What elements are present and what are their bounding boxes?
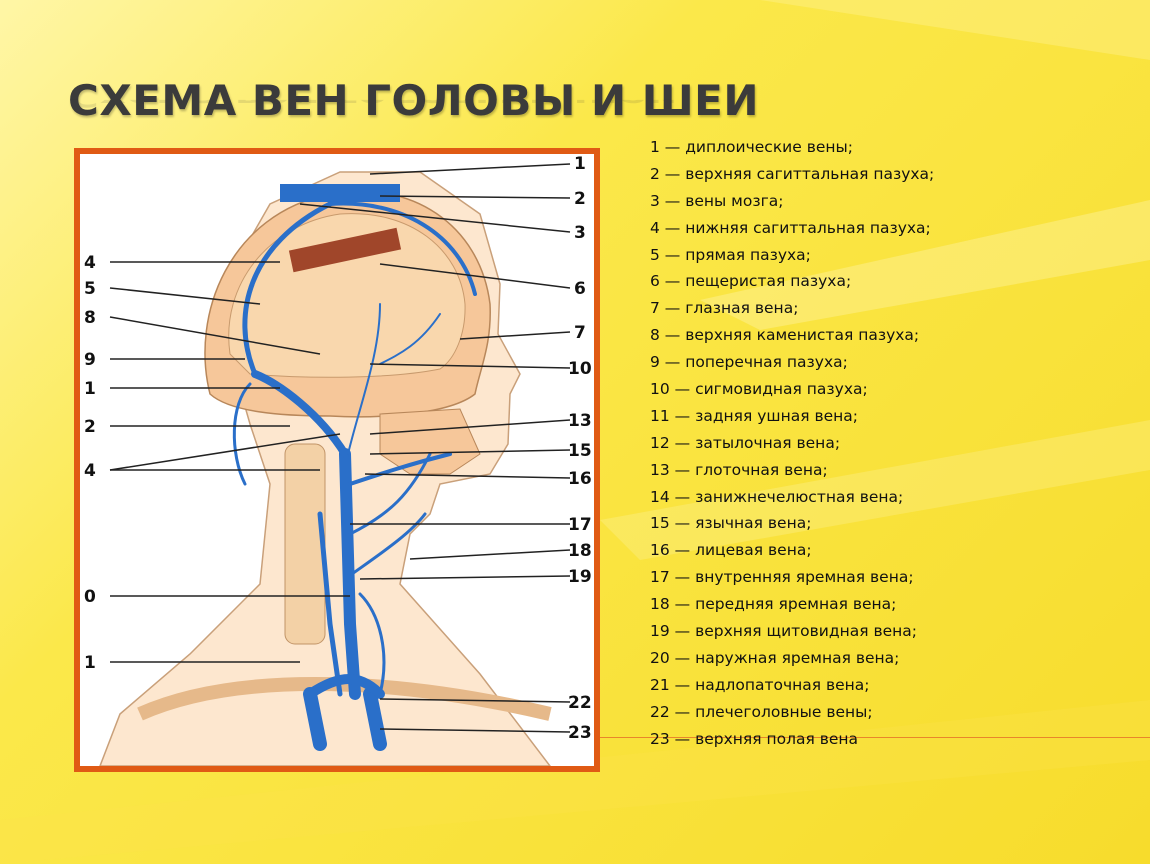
- label-left-5: 5: [84, 279, 96, 299]
- label-right-23: 23: [568, 723, 592, 743]
- legend-item: 6 — пещеристая пазуха;: [650, 271, 1130, 298]
- label-left-9: 9: [84, 350, 96, 370]
- legend-item: 20 — наружная яремная вена;: [650, 648, 1130, 675]
- legend-item: 2 — верхняя сагиттальная пазуха;: [650, 164, 1130, 191]
- label-right-19: 19: [568, 567, 592, 587]
- legend-item: 16 — лицевая вена;: [650, 540, 1130, 567]
- label-right-7: 7: [574, 323, 586, 343]
- label-left-8: 8: [84, 308, 96, 328]
- legend-item: 3 — вены мозга;: [650, 191, 1130, 218]
- label-left-0: 0: [84, 587, 96, 607]
- legend-item: 4 — нижняя сагиттальная пазуха;: [650, 218, 1130, 245]
- sagittal-sinus-plate: [280, 184, 400, 202]
- label-right-16: 16: [568, 469, 592, 489]
- slide-title-reflection: Схема вен головы и шеи: [68, 100, 678, 112]
- label-right-15: 15: [568, 441, 592, 461]
- label-left-4: 4: [84, 253, 96, 273]
- legend-item: 9 — поперечная пазуха;: [650, 352, 1130, 379]
- label-right-17: 17: [568, 515, 592, 535]
- cervical-spine: [285, 444, 325, 644]
- legend-item: 18 — передняя яремная вена;: [650, 594, 1130, 621]
- label-right-1: 1: [574, 154, 586, 174]
- anatomy-diagram-frame: 1 2 3 6 7 10 13 15 16 17 18 19 22 23 4 5…: [74, 148, 600, 772]
- legend-list: 1 — диплоические вены; 2 — верхняя сагит…: [650, 137, 1130, 755]
- legend-item: 17 — внутренняя яремная вена;: [650, 567, 1130, 594]
- legend-item: 10 — сигмовидная пазуха;: [650, 379, 1130, 406]
- label-right-13: 13: [568, 411, 592, 431]
- label-left-1a: 1: [84, 379, 96, 399]
- legend-item: 23 — верхняя полая вена: [650, 729, 1130, 756]
- legend-item: 8 — верхняя каменистая пазуха;: [650, 325, 1130, 352]
- label-left-4b: 4: [84, 461, 96, 481]
- label-right-18: 18: [568, 541, 592, 561]
- legend-item: 1 — диплоические вены;: [650, 137, 1130, 164]
- legend-item: 11 — задняя ушная вена;: [650, 406, 1130, 433]
- legend-item: 7 — глазная вена;: [650, 298, 1130, 325]
- legend-item: 13 — глоточная вена;: [650, 460, 1130, 487]
- legend-item: 5 — прямая пазуха;: [650, 245, 1130, 272]
- legend-item: 22 — плечеголовные вены;: [650, 702, 1130, 729]
- label-right-22: 22: [568, 693, 592, 713]
- head-neck-veins-diagram: 1 2 3 6 7 10 13 15 16 17 18 19 22 23 4 5…: [80, 154, 594, 766]
- label-left-1b: 1: [84, 653, 96, 673]
- label-right-3: 3: [574, 223, 586, 243]
- label-left-2: 2: [84, 417, 96, 437]
- label-right-6: 6: [574, 279, 586, 299]
- label-right-10: 10: [568, 359, 592, 379]
- legend-item: 12 — затылочная вена;: [650, 433, 1130, 460]
- legend-item: 19 — верхняя щитовидная вена;: [650, 621, 1130, 648]
- legend-item: 15 — язычная вена;: [650, 513, 1130, 540]
- legend-item: 14 — занижнечелюстная вена;: [650, 487, 1130, 514]
- legend-item: 21 — надлопаточная вена;: [650, 675, 1130, 702]
- label-right-2: 2: [574, 189, 586, 209]
